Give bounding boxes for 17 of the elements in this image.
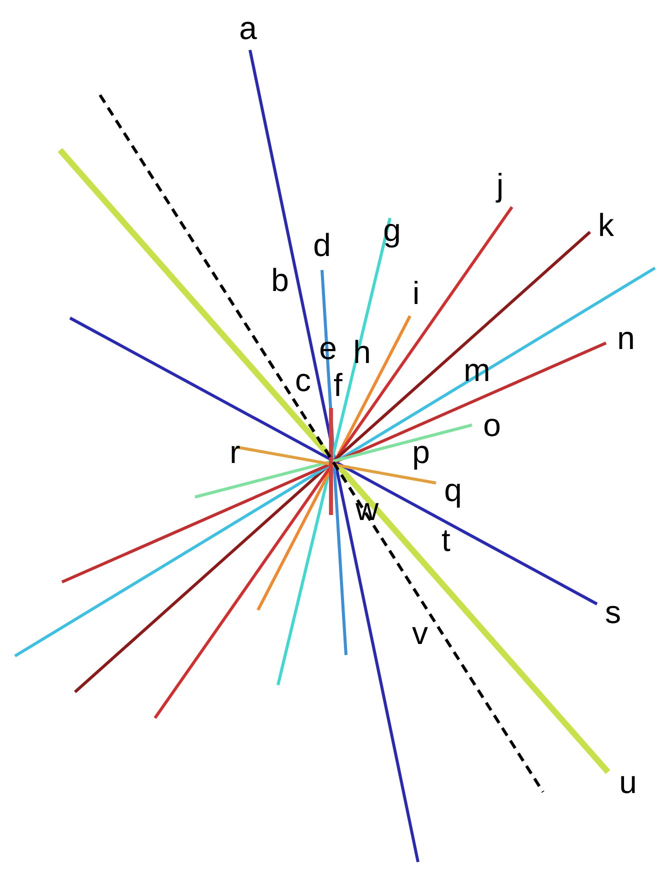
line-label: n [617,322,635,354]
line-label: d [313,229,331,261]
line-label: t [442,524,450,556]
line-label: f [334,369,342,401]
line-label: o [483,409,501,441]
line-label: b [271,264,289,296]
line-label: a [239,12,257,44]
line-label: j [496,169,504,201]
line-label: k [598,209,614,241]
line-label: c [295,364,311,396]
line-label: r [230,436,240,468]
line-label: q [444,474,462,506]
line-label: u [619,766,637,798]
line-label: v [412,617,428,649]
line-label: s [605,596,621,628]
line-label: p [412,436,430,468]
line-label: i [412,277,420,309]
